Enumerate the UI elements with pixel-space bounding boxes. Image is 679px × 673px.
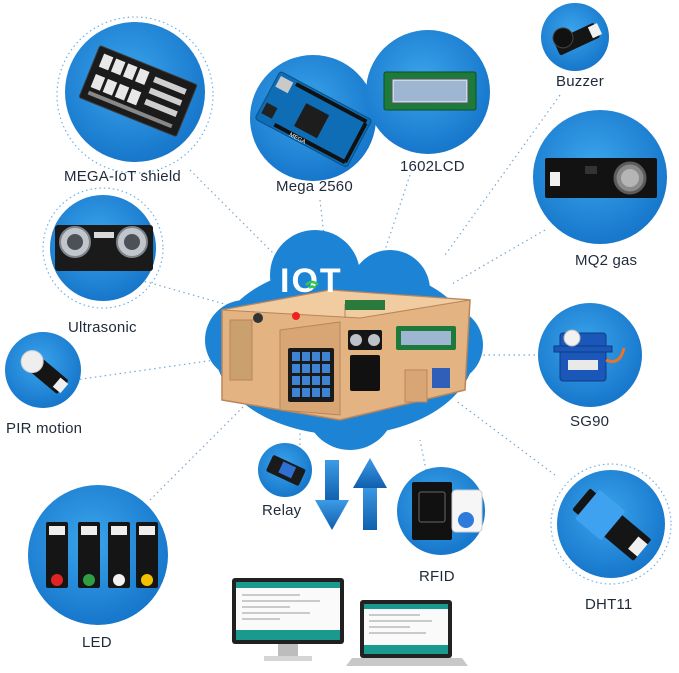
label-buzzer: Buzzer <box>556 73 604 90</box>
label-mega-iot-shield: MEGA-IoT shield <box>64 168 181 185</box>
smart-home-kit-image <box>221 289 471 421</box>
sg90-module <box>538 303 642 407</box>
ultrasonic-module <box>42 187 164 309</box>
laptop-image <box>346 600 468 666</box>
arrow-down-icon <box>315 460 349 530</box>
label-mq2-gas: MQ2 gas <box>575 252 638 269</box>
label-mega-2560: Mega 2560 <box>276 178 353 195</box>
pir-motion-module <box>5 332 81 408</box>
lcd-1602-module <box>366 30 490 154</box>
wifi-icon <box>305 280 319 286</box>
mq2-sensor-image <box>545 158 657 198</box>
rfid-reader-image <box>412 482 483 540</box>
ultrasonic-sensor-image <box>55 225 153 271</box>
label-led: LED <box>82 634 112 651</box>
data-flow-arrows <box>315 458 387 530</box>
servo-image <box>553 329 626 382</box>
label-1602lcd: 1602LCD <box>400 158 465 175</box>
led-module <box>28 485 168 625</box>
label-dht11: DHT11 <box>585 596 633 613</box>
dht11-module <box>550 463 672 585</box>
label-ultrasonic: Ultrasonic <box>68 319 137 336</box>
mega-iot-shield-module <box>56 16 214 174</box>
buzzer-board-image <box>552 23 603 56</box>
rfid-module <box>397 467 485 555</box>
mq2-gas-module <box>533 110 667 244</box>
pir-sensor-image <box>20 350 69 394</box>
led-modules-image <box>46 522 158 588</box>
label-rfid: RFID <box>419 568 455 585</box>
shield-board-image <box>79 45 198 137</box>
iot-badge: IOT <box>280 262 341 300</box>
buzzer-module <box>541 3 609 71</box>
desktop-monitor-image <box>232 578 344 661</box>
label-relay: Relay <box>262 502 302 519</box>
label-pir-motion: PIR motion <box>6 420 83 437</box>
relay-board-image <box>266 455 306 486</box>
dht11-sensor-image <box>572 489 651 561</box>
label-sg90: SG90 <box>570 413 610 430</box>
mega-2560-module: MEGA <box>250 55 376 181</box>
mega-board-image: MEGA <box>255 71 372 168</box>
arrow-up-icon <box>353 458 387 530</box>
relay-module <box>258 443 312 497</box>
connector-lines <box>74 94 561 501</box>
